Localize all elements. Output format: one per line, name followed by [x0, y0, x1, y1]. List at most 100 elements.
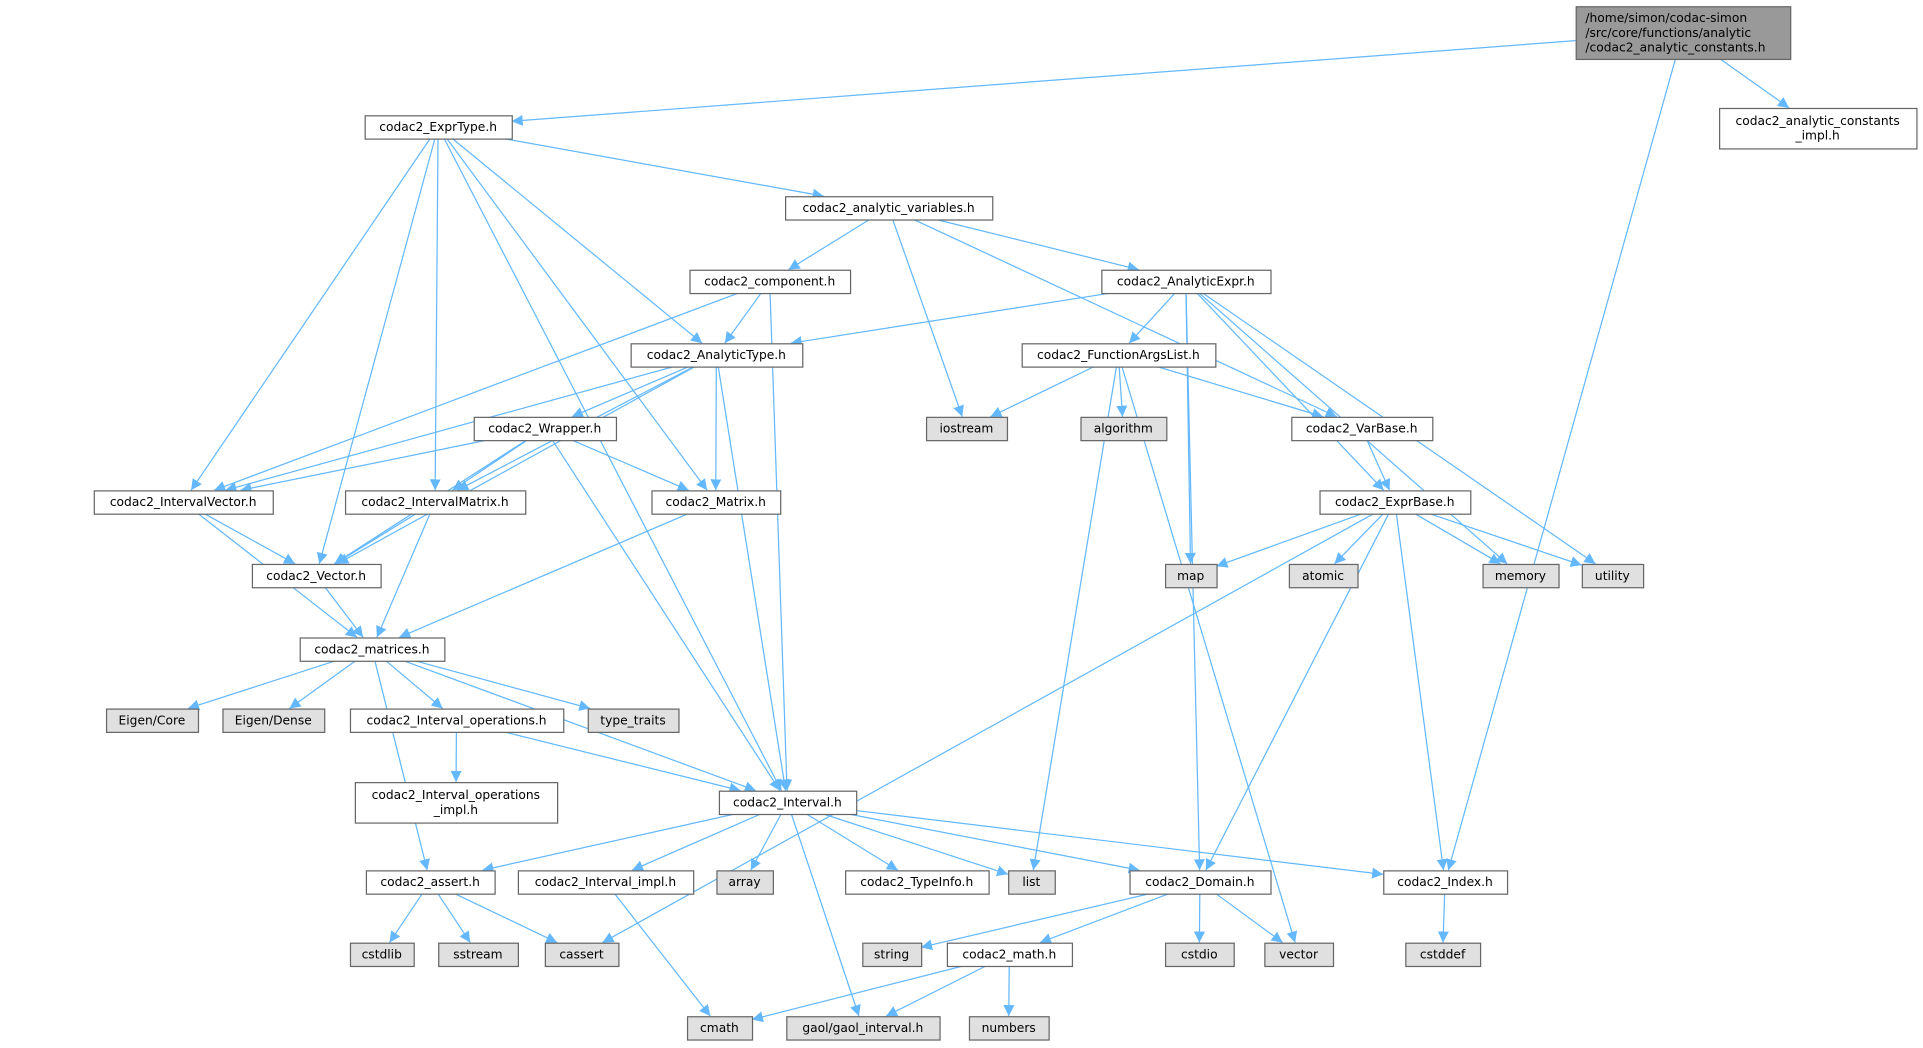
- node-Wrapper[interactable]: codac2_Wrapper.h: [473, 416, 618, 442]
- node-box: [587, 708, 680, 733]
- edge-math-to-cmath: [751, 965, 964, 1023]
- node-box: [344, 490, 527, 515]
- node-TypeInfo[interactable]: codac2_TypeInfo.h: [845, 870, 990, 895]
- edge-ExprBase-to-map: [1216, 513, 1363, 568]
- node-numbers[interactable]: numbers: [968, 1016, 1050, 1041]
- edge-AnalyticType-to-IntervalVector: [225, 365, 675, 493]
- node-map[interactable]: map: [1164, 563, 1218, 589]
- node-Vector[interactable]: codac2_Vector.h: [251, 563, 382, 589]
- node-FunctionArgsList[interactable]: codac2_FunctionArgsList.h: [1021, 343, 1217, 368]
- node-box: [1101, 269, 1272, 295]
- edge-Interval-to-IntervalImpl: [631, 813, 762, 871]
- node-label: codac2_analytic_variables.h: [803, 201, 975, 215]
- node-memory[interactable]: memory: [1482, 563, 1560, 589]
- node-box: [1164, 942, 1235, 968]
- node-label: codac2_IntervalMatrix.h: [361, 495, 508, 509]
- node-Index[interactable]: codac2_Index.h: [1383, 870, 1509, 895]
- node-algorithm[interactable]: algorithm: [1080, 416, 1168, 442]
- node-IntervalMatrix[interactable]: codac2_IntervalMatrix.h: [344, 490, 527, 515]
- edge-analytic_variables-to-AnalyticExpr: [935, 218, 1139, 273]
- edge-Interval-to-list: [822, 813, 1009, 877]
- node-ExprBase[interactable]: codac2_ExprBase.h: [1319, 490, 1472, 515]
- node-cstdio[interactable]: cstdio: [1164, 942, 1235, 968]
- node-Domain[interactable]: codac2_Domain.h: [1129, 870, 1272, 895]
- node-box: [786, 1016, 941, 1041]
- node-cassert[interactable]: cassert: [544, 942, 620, 968]
- edge-FunctionArgsList-to-algorithm: [1116, 366, 1128, 417]
- node-box: [1383, 870, 1509, 895]
- node-IntervalOpsImpl[interactable]: codac2_Interval_operations_impl.h: [354, 782, 559, 824]
- node-IntervalOps[interactable]: codac2_Interval_operations.h: [349, 708, 565, 733]
- node-box: [1164, 563, 1218, 589]
- node-label: list: [1022, 875, 1040, 889]
- edge-IntervalVector-to-Vector: [203, 513, 296, 565]
- node-assert[interactable]: codac2_assert.h: [365, 870, 496, 895]
- edge-matrices-to-Interval: [403, 660, 757, 792]
- edge-ExprBase-to-utility: [1429, 513, 1582, 567]
- node-label: codac2_Interval_operations: [372, 788, 540, 802]
- edge-AnalyticType-to-Vector: [336, 365, 696, 565]
- edge-IntervalImpl-to-cmath: [614, 893, 711, 1017]
- edge-root-to-Index: [1445, 58, 1677, 871]
- node-box: [716, 870, 774, 895]
- node-EigenCore[interactable]: Eigen/Core: [105, 708, 200, 733]
- node-label: codac2_analytic_constants: [1736, 114, 1900, 128]
- node-label: algorithm: [1094, 422, 1153, 436]
- node-box: [544, 942, 620, 968]
- node-string[interactable]: string: [862, 942, 923, 968]
- edge-matrices-to-IntervalOps: [385, 660, 444, 709]
- node-label: codac2_Interval_operations.h: [366, 713, 546, 727]
- node-type_traits[interactable]: type_traits: [587, 708, 680, 733]
- node-box: [1319, 490, 1472, 515]
- node-ExprType[interactable]: codac2_ExprType.h: [364, 115, 513, 140]
- node-label: codac2_Index.h: [1397, 875, 1493, 889]
- node-AnalyticType[interactable]: codac2_AnalyticType.h: [630, 343, 804, 368]
- node-cstddef[interactable]: cstddef: [1405, 942, 1482, 968]
- node-box: [1405, 942, 1482, 968]
- node-list[interactable]: list: [1008, 870, 1056, 895]
- edge-Interval-to-array: [750, 813, 782, 871]
- node-label: memory: [1495, 569, 1546, 583]
- edge-Wrapper-to-Matrix: [571, 439, 689, 492]
- node-EigenDense[interactable]: Eigen/Dense: [222, 708, 326, 733]
- node-IntervalVector[interactable]: codac2_IntervalVector.h: [93, 490, 274, 515]
- edge-matrices-to-assert: [374, 660, 430, 871]
- node-IntervalImpl[interactable]: codac2_Interval_impl.h: [517, 870, 695, 895]
- node-utility[interactable]: utility: [1581, 563, 1645, 589]
- node-label: atomic: [1302, 569, 1344, 583]
- node-label: sstream: [453, 948, 502, 962]
- node-sstream[interactable]: sstream: [438, 942, 520, 968]
- node-VarBase[interactable]: codac2_VarBase.h: [1291, 416, 1434, 442]
- node-matrices[interactable]: codac2_matrices.h: [299, 637, 446, 662]
- node-root[interactable]: /home/simon/codac-simon/src/core/functio…: [1575, 6, 1792, 61]
- node-analytic_variables[interactable]: codac2_analytic_variables.h: [784, 196, 994, 221]
- node-label: type_traits: [600, 713, 665, 727]
- node-label: codac2_Interval.h: [733, 796, 842, 810]
- node-Interval[interactable]: codac2_Interval.h: [718, 790, 858, 816]
- node-box: [93, 490, 274, 515]
- node-cmath[interactable]: cmath: [686, 1016, 754, 1041]
- node-label: _impl.h: [1795, 129, 1840, 143]
- edge-Domain-to-math: [1039, 892, 1170, 944]
- node-iostream[interactable]: iostream: [925, 416, 1009, 442]
- edge-ExprType-to-AnalyticType: [451, 138, 703, 344]
- node-atomic[interactable]: atomic: [1288, 563, 1359, 589]
- node-label: codac2_Interval_impl.h: [535, 875, 676, 889]
- node-box: [1581, 563, 1645, 589]
- node-box: [1264, 942, 1335, 968]
- node-cstdlib[interactable]: cstdlib: [349, 942, 415, 968]
- node-array[interactable]: array: [716, 870, 774, 895]
- node-impl_const[interactable]: codac2_analytic_constants_impl.h: [1719, 107, 1918, 150]
- node-label: codac2_matrices.h: [314, 642, 429, 656]
- node-Matrix[interactable]: codac2_Matrix.h: [651, 490, 782, 515]
- edge-AnalyticType-to-Matrix: [710, 366, 722, 491]
- edge-matrices-to-EigenCore: [187, 660, 337, 711]
- edges-layer: [187, 40, 1790, 1023]
- node-gaol[interactable]: gaol/gaol_interval.h: [786, 1016, 941, 1041]
- node-AnalyticExpr[interactable]: codac2_AnalyticExpr.h: [1101, 269, 1272, 295]
- node-vector[interactable]: vector: [1264, 942, 1335, 968]
- node-component[interactable]: codac2_component.h: [689, 269, 852, 295]
- node-math[interactable]: codac2_math.h: [946, 942, 1074, 968]
- node-label: codac2_ExprBase.h: [1335, 495, 1454, 509]
- edge-Interval-to-Index: [856, 809, 1384, 879]
